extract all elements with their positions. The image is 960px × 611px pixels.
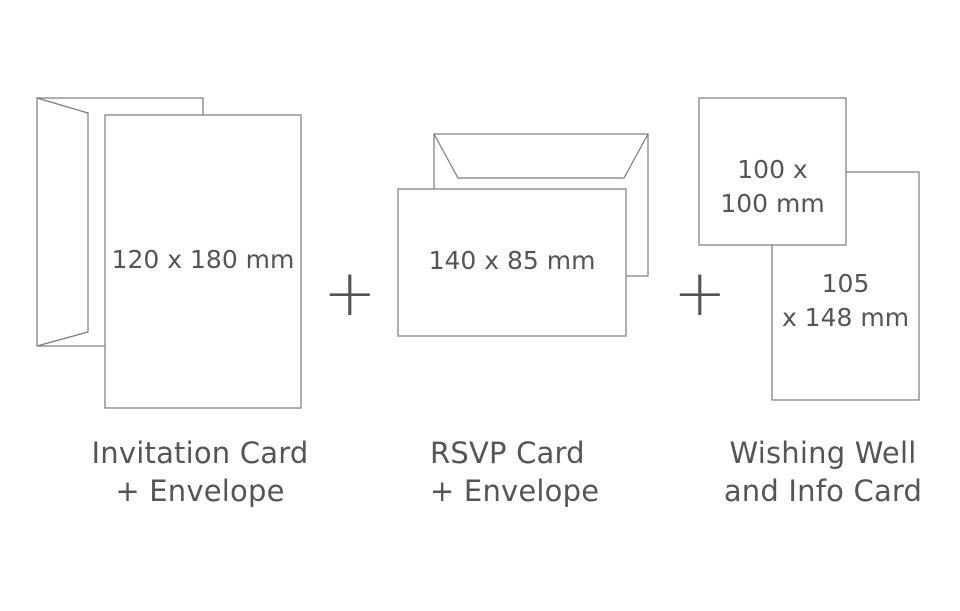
invitation-card-dimensions: 120 x 180 mm [111, 245, 295, 274]
rsvp-card [397, 188, 627, 337]
rsvp-card-dimensions: 140 x 85 mm [428, 246, 596, 275]
wishing-well-card [698, 97, 847, 246]
invitation-card [104, 114, 302, 409]
plus-symbol: + [673, 257, 727, 331]
wishing-well-card-dimensions: 100 x 100 mm [720, 155, 825, 218]
rsvp-caption: RSVP Card + Envelope [430, 436, 600, 508]
invitation-caption: Invitation Card + Envelope [91, 436, 309, 508]
info-card-dimensions: 105 x 148 mm [781, 269, 910, 332]
plus-symbol: + [323, 257, 377, 331]
wishing-well-caption: Wishing Well and Info Card [723, 436, 923, 508]
